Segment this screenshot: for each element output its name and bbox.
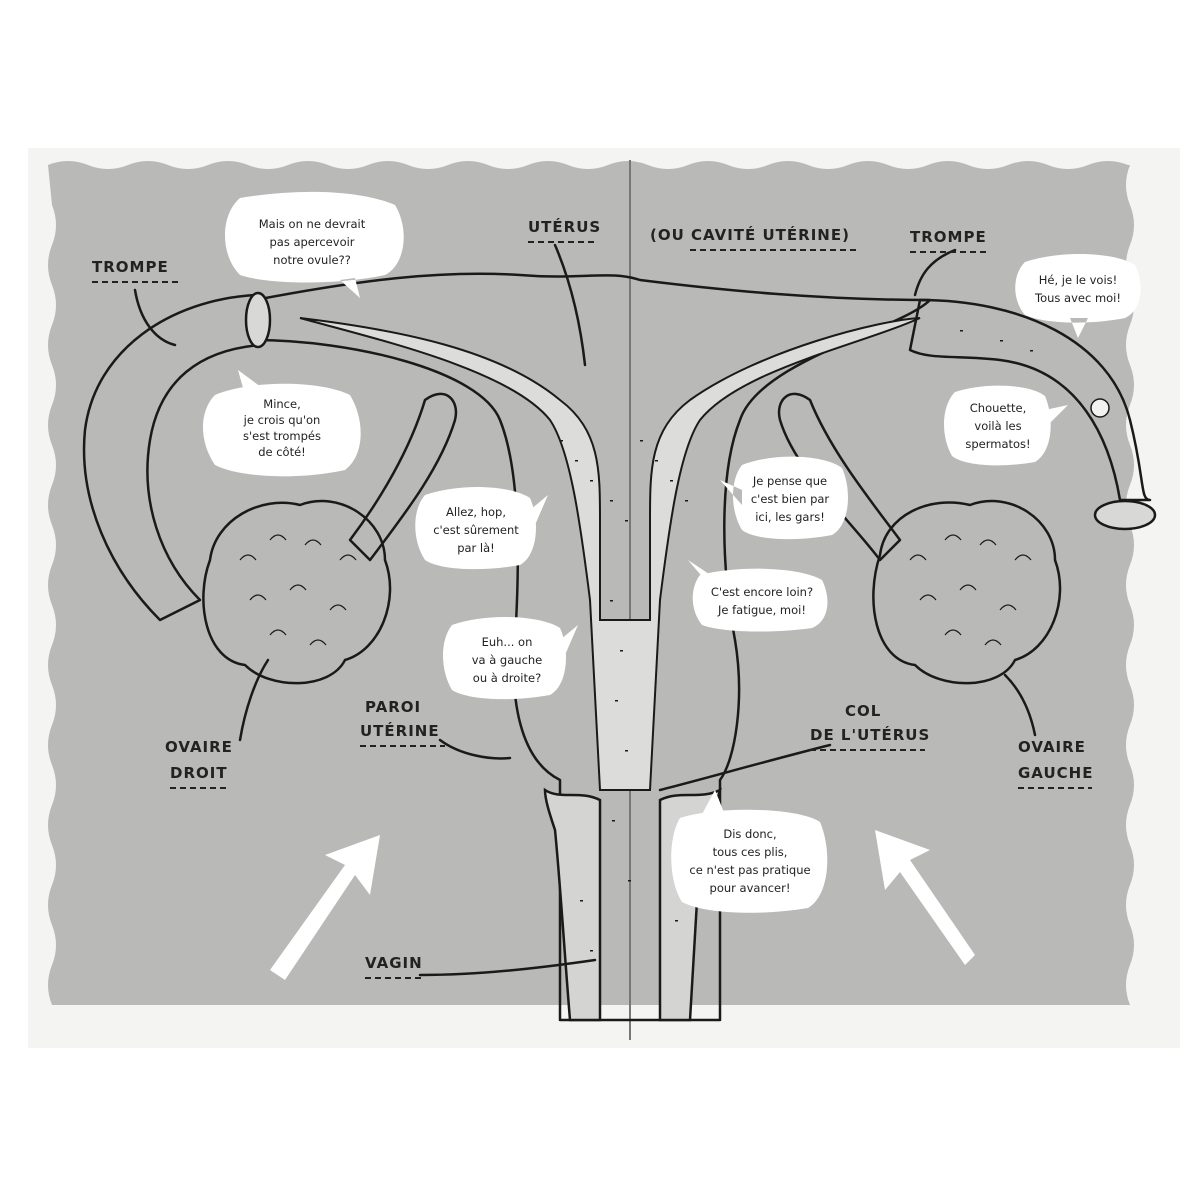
- label-trompe-right: TROMPE: [910, 228, 990, 253]
- left-fallopian-tube: [82, 293, 262, 622]
- svg-text:Mais on ne devrait: Mais on ne devrait: [259, 217, 366, 231]
- svg-text:Euh... on: Euh... on: [482, 635, 533, 649]
- svg-text:tous ces plis,: tous ces plis,: [713, 845, 788, 859]
- svg-text:notre ovule??: notre ovule??: [273, 253, 351, 267]
- svg-text:Dis donc,: Dis donc,: [723, 827, 776, 841]
- svg-text:de côté!: de côté!: [258, 445, 306, 459]
- svg-text:COL: COL: [845, 702, 881, 720]
- svg-text:DROIT: DROIT: [170, 764, 228, 782]
- ovary-texture: [239, 534, 1032, 646]
- svg-text:spermatos!: spermatos!: [965, 437, 1030, 451]
- right-fallopian-tube: [908, 298, 1152, 502]
- right-ovary-ligament: [777, 392, 902, 562]
- left-white-arrow: [270, 835, 380, 980]
- svg-text:DE L'UTÉRUS: DE L'UTÉRUS: [810, 725, 930, 744]
- speech-bubble-5: Je pense que c'est bien par ici, les gar…: [720, 456, 848, 540]
- label-trompe-left: TROMPE: [92, 258, 180, 283]
- svg-text:ici, les gars!: ici, les gars!: [755, 510, 825, 524]
- svg-text:OVAIRE: OVAIRE: [1018, 738, 1086, 756]
- label-ovaire-droit: OVAIRE DROIT: [165, 738, 233, 789]
- speech-bubble-3: Hé, je le vois! Tous avec moi!: [1015, 254, 1141, 338]
- svg-text:VAGIN: VAGIN: [365, 954, 423, 972]
- arrow-ovaire-gauche: [1003, 673, 1037, 737]
- ovum-character: [1090, 398, 1110, 418]
- svg-text:GAUCHE: GAUCHE: [1018, 764, 1093, 782]
- arrow-col: [658, 743, 832, 792]
- left-ovary: [872, 499, 1062, 685]
- svg-text:OVAIRE: OVAIRE: [165, 738, 233, 756]
- label-vagin: VAGIN: [365, 954, 425, 979]
- svg-text:(OU CAVITÉ UTÉRINE): (OU CAVITÉ UTÉRINE): [650, 225, 850, 244]
- svg-text:TROMPE: TROMPE: [910, 228, 987, 246]
- svg-text:je crois qu'on: je crois qu'on: [243, 413, 321, 427]
- right-white-arrow: [875, 830, 975, 965]
- pointer-arrows: [133, 243, 1037, 977]
- speech-bubble-1: Mais on ne devrait pas apercevoir notre …: [225, 191, 404, 298]
- svg-text:va à gauche: va à gauche: [472, 653, 543, 667]
- svg-text:Je fatigue, moi!: Je fatigue, moi!: [717, 603, 806, 617]
- right-tube-opening: [1093, 499, 1157, 531]
- svg-text:par là!: par là!: [457, 541, 495, 555]
- speech-bubble-4: Chouette, voilà les spermatos!: [944, 385, 1068, 466]
- svg-text:pour avancer!: pour avancer!: [710, 881, 791, 895]
- arrow-uterus: [553, 243, 587, 367]
- svg-text:C'est encore loin?: C'est encore loin?: [711, 585, 813, 599]
- arrow-ovaire-droit: [238, 658, 270, 742]
- svg-text:UTÉRINE: UTÉRINE: [360, 721, 440, 740]
- svg-text:Chouette,: Chouette,: [970, 401, 1026, 415]
- sperm-texture: [560, 330, 1033, 952]
- svg-text:Hé, je le vois!: Hé, je le vois!: [1039, 273, 1118, 287]
- svg-text:Allez, hop,: Allez, hop,: [446, 505, 506, 519]
- speech-bubble-8: Euh... on va à gauche ou à droite?: [443, 617, 578, 700]
- svg-text:c'est sûrement: c'est sûrement: [433, 523, 519, 537]
- svg-text:Tous avec moi!: Tous avec moi!: [1034, 291, 1121, 305]
- label-cavite-uterine: (OU CAVITÉ UTÉRINE): [650, 225, 860, 251]
- arrow-paroi: [438, 738, 512, 760]
- speech-bubble-6: Allez, hop, c'est sûrement par là!: [415, 487, 548, 570]
- svg-text:s'est trompés: s'est trompés: [243, 429, 321, 443]
- speech-bubble-7: C'est encore loin? Je fatigue, moi!: [688, 560, 828, 632]
- svg-text:voilà les: voilà les: [974, 419, 1021, 433]
- svg-text:c'est bien par: c'est bien par: [751, 492, 830, 506]
- svg-text:TROMPE: TROMPE: [92, 258, 169, 276]
- left-ovary-ligament: [348, 392, 458, 562]
- uterine-cavity: [299, 317, 921, 791]
- label-paroi-uterine: PAROI UTÉRINE: [360, 698, 445, 747]
- svg-text:UTÉRUS: UTÉRUS: [528, 217, 601, 236]
- label-col-uterus: COL DE L'UTÉRUS: [810, 702, 930, 751]
- arrow-vagin: [418, 958, 597, 977]
- left-tube-opening: [244, 291, 272, 349]
- right-ovary: [202, 499, 392, 685]
- arrow-trompe-left: [133, 288, 177, 347]
- uterus-body: [253, 272, 932, 1022]
- arrow-trompe-right: [913, 248, 957, 297]
- speech-bubble-2: Mince, je crois qu'on s'est trompés de c…: [202, 370, 361, 477]
- label-uterus: UTÉRUS: [528, 217, 601, 243]
- label-ovaire-gauche: OVAIRE GAUCHE: [1018, 738, 1093, 789]
- svg-text:ce n'est pas pratique: ce n'est pas pratique: [689, 863, 810, 877]
- svg-text:ou à droite?: ou à droite?: [473, 671, 541, 685]
- svg-text:Mince,: Mince,: [263, 397, 300, 411]
- svg-text:pas apercevoir: pas apercevoir: [269, 235, 354, 249]
- svg-text:PAROI: PAROI: [365, 698, 421, 716]
- svg-text:Je pense que: Je pense que: [752, 474, 827, 488]
- speech-bubble-9: Dis donc, tous ces plis, ce n'est pas pr…: [671, 790, 828, 913]
